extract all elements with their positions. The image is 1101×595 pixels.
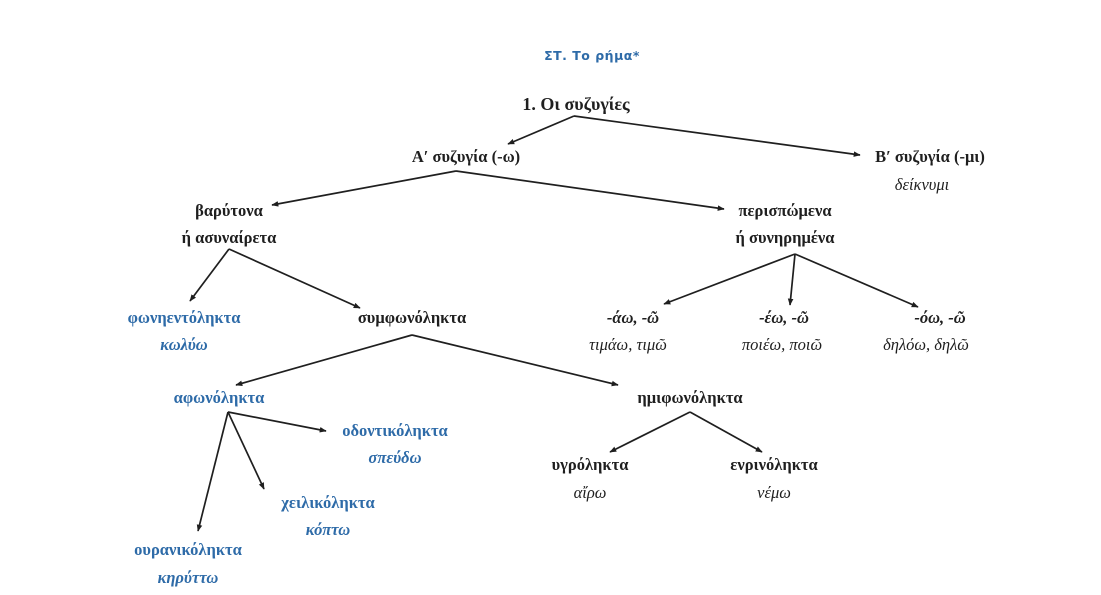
arrow-consonant-to-semivowel [411, 334, 619, 387]
node-second-conjugation: Β′ συζυγία (-μι) [875, 147, 985, 166]
arrow-semivowel-to-liquid [609, 411, 691, 453]
node-consonant-stem: συμφωνόληκτα [357, 308, 467, 327]
node-ew-example: ποιέω, ποιῶ [741, 335, 823, 354]
node-dental-example: σπεύδω [368, 448, 422, 467]
node-liquid-example: αἴρω [573, 483, 607, 502]
node-labial: χειλικόληκτα [281, 493, 375, 512]
node-semivowel-stem: ημιφωνόληκτα [637, 388, 743, 407]
node-vowel-stem: φωνηεντόληκτα [127, 308, 241, 327]
node-vowel-stem-example: κωλύω [160, 335, 208, 354]
node-aw-example: τιμάω, τιμῶ [589, 335, 667, 354]
arrow-root-to-second [573, 115, 861, 157]
arrow-first-to-barytona [271, 170, 457, 207]
node-perispomena: περισπώμενα [738, 201, 832, 220]
arrow-root-to-first [507, 115, 575, 145]
node-ow-example: δηλόω, δηλῶ [883, 335, 969, 354]
section-heading: ΣΤ. Το ρήμα* [544, 48, 640, 63]
node-palatal-example: κηρύττω [157, 568, 219, 587]
diagram-title: 1. Οι συζυγίες [522, 94, 630, 114]
node-nasal: ενρινόληκτα [730, 455, 818, 474]
node-second-example: δείκνυμι [894, 175, 950, 194]
arrow-semivowel-to-nasal [689, 411, 763, 453]
arrow-barytona-to-vowel-stem [189, 248, 230, 302]
node-aw-ending: -άω, -ῶ [606, 308, 660, 327]
arrow-mute-to-palatal [196, 411, 229, 532]
node-ow-ending: -όω, -ῶ [914, 308, 966, 327]
arrow-barytona-to-consonant-stem [228, 248, 361, 309]
arrow-mute-to-labial [227, 411, 265, 490]
node-perispomena-alt: ή συνηρημένα [735, 228, 835, 247]
node-nasal-example: νέμω [757, 483, 791, 502]
node-barytona-alt: ή ασυναίρετα [181, 228, 277, 247]
node-palatal: ουρανικόληκτα [134, 540, 242, 559]
node-first-conjugation: Α′ συζυγία (-ω) [411, 147, 521, 166]
arrow-consonant-to-mute [235, 334, 413, 386]
node-labial-example: κόπτω [305, 520, 351, 539]
arrow-perispomena-to-ow [794, 253, 919, 308]
arrow-perispomena-to-aw [663, 253, 796, 305]
node-liquid: υγρόληκτα [551, 455, 629, 474]
node-barytona: βαρύτονα [195, 201, 263, 220]
node-mute-stem: αφωνόληκτα [173, 388, 265, 407]
node-dental: οδοντικόληκτα [342, 421, 448, 440]
arrow-perispomena-to-ew [787, 253, 796, 306]
node-ew-ending: -έω, -ῶ [759, 308, 809, 327]
arrow-first-to-perispomena [455, 170, 725, 211]
arrow-mute-to-dental [227, 411, 327, 433]
